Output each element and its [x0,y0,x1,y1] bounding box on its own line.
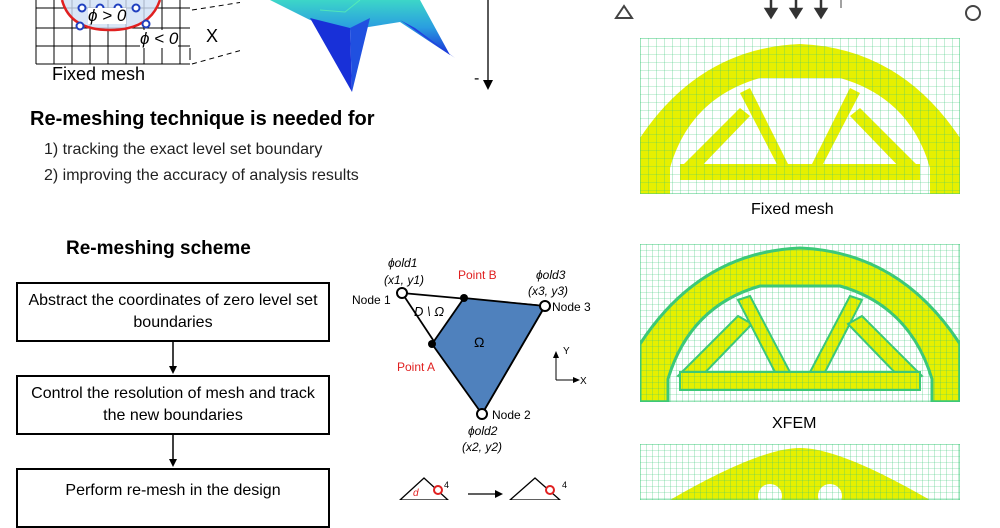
minus-sign: - [474,70,480,87]
flow-step-1: Abstract the coordinates of zero level s… [16,282,330,342]
caption-fixed-mesh: Fixed mesh [751,201,834,218]
omega-label: Ω [474,334,485,350]
node2-label: Node 2 [492,408,531,422]
node1-label: Node 1 [352,293,391,307]
remesh-reason-2: 2) improving the accuracy of analysis re… [44,167,359,184]
xfem-result [640,244,960,402]
phi-old2-label: ϕold2 [468,424,498,438]
phi-old1-label: ϕold1 [388,256,418,270]
flow-step-2: Control the resolution of mesh and track… [16,375,330,435]
flow-step-3: Perform re-mesh in the design [16,468,330,528]
triangle-element-diagram [396,287,580,500]
load-arrows-icon [763,0,829,20]
remesh-reason-1: 1) tracking the exact level set boundary [44,141,323,158]
small-node-4b: 4 [562,480,568,490]
node3-label: Node 3 [552,300,591,314]
point-a-label: Point A [397,360,436,374]
caption-xfem: XFEM [772,415,817,432]
small-node-4a: 4 [444,480,450,490]
phi-old3-label: ϕold3 [536,268,566,282]
fixed-mesh-label: Fixed mesh [52,64,146,84]
scheme-title: Re-meshing scheme [66,238,251,259]
coord3-label: (x3, y3) [528,284,569,298]
level-set-surface-figure [270,0,493,92]
small-d-label: d [413,488,419,499]
coord1-label: (x1, y1) [384,273,425,287]
fixed-support-icon [614,4,634,19]
load-support-icons [614,0,981,21]
point-b-label: Point B [458,268,497,282]
remesh-result [640,444,960,500]
phi-positive-label: ϕ > 0 [88,6,127,25]
d-minus-omega-label: D \ Ω [414,304,445,319]
flow-arrows [169,342,177,467]
phi-negative-label: ϕ < 0 [140,29,179,48]
coord2-label: (x2, y2) [462,440,503,454]
x-axis-label: X [206,26,219,46]
axis-x-label: X [580,376,587,387]
roller-support-icon [965,5,981,21]
axis-y-label: Y [563,346,570,357]
remesh-heading: Re-meshing technique is needed for [30,108,375,130]
fixed-mesh-result [640,38,960,194]
